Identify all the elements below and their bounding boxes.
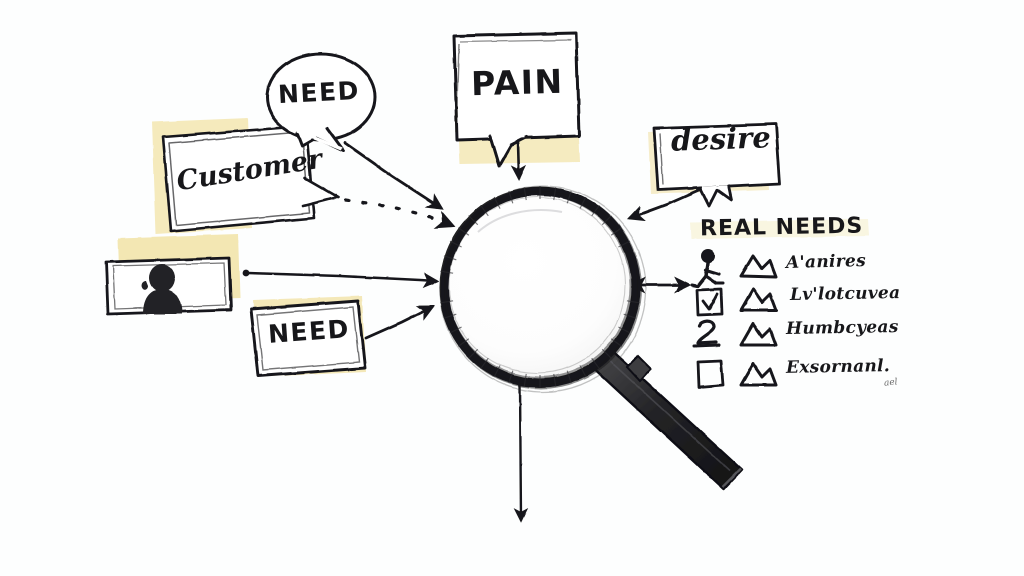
number-two-icon [692, 319, 721, 348]
connector-magnifier-down [513, 381, 529, 523]
connector-need-to-magnifier [343, 141, 444, 210]
zigzag-check-icon-3 [739, 362, 778, 387]
connector-customer-to-magnifier [344, 198, 456, 229]
pain-speech-bubble[interactable] [452, 31, 581, 168]
rim-hatching [440, 186, 640, 388]
magnifying-glass-icon [439, 185, 744, 491]
connector-pain-to-magnifier [510, 140, 527, 182]
desire-speech-bubble[interactable] [652, 122, 782, 208]
connectors [242, 140, 702, 523]
checked-box-icon [695, 287, 724, 317]
person-silhouette-icon [141, 264, 182, 314]
running-person-icon [690, 249, 725, 288]
connector-avatar-to-magnifier [246, 271, 440, 289]
empty-box-icon [696, 359, 725, 389]
zigzag-check-icon-2 [739, 322, 778, 347]
customer-card[interactable] [161, 124, 340, 233]
zigzag-check-icon-0 [739, 254, 778, 279]
need-speech-bubble[interactable] [265, 52, 377, 153]
connector-needbox-to-magnifier [364, 305, 435, 340]
connector-desire-to-magnifier [626, 188, 702, 222]
avatar-card[interactable] [104, 256, 233, 316]
need-box[interactable] [249, 299, 367, 378]
zigzag-check-icon-1 [739, 287, 778, 312]
real-needs-icons [690, 249, 778, 389]
